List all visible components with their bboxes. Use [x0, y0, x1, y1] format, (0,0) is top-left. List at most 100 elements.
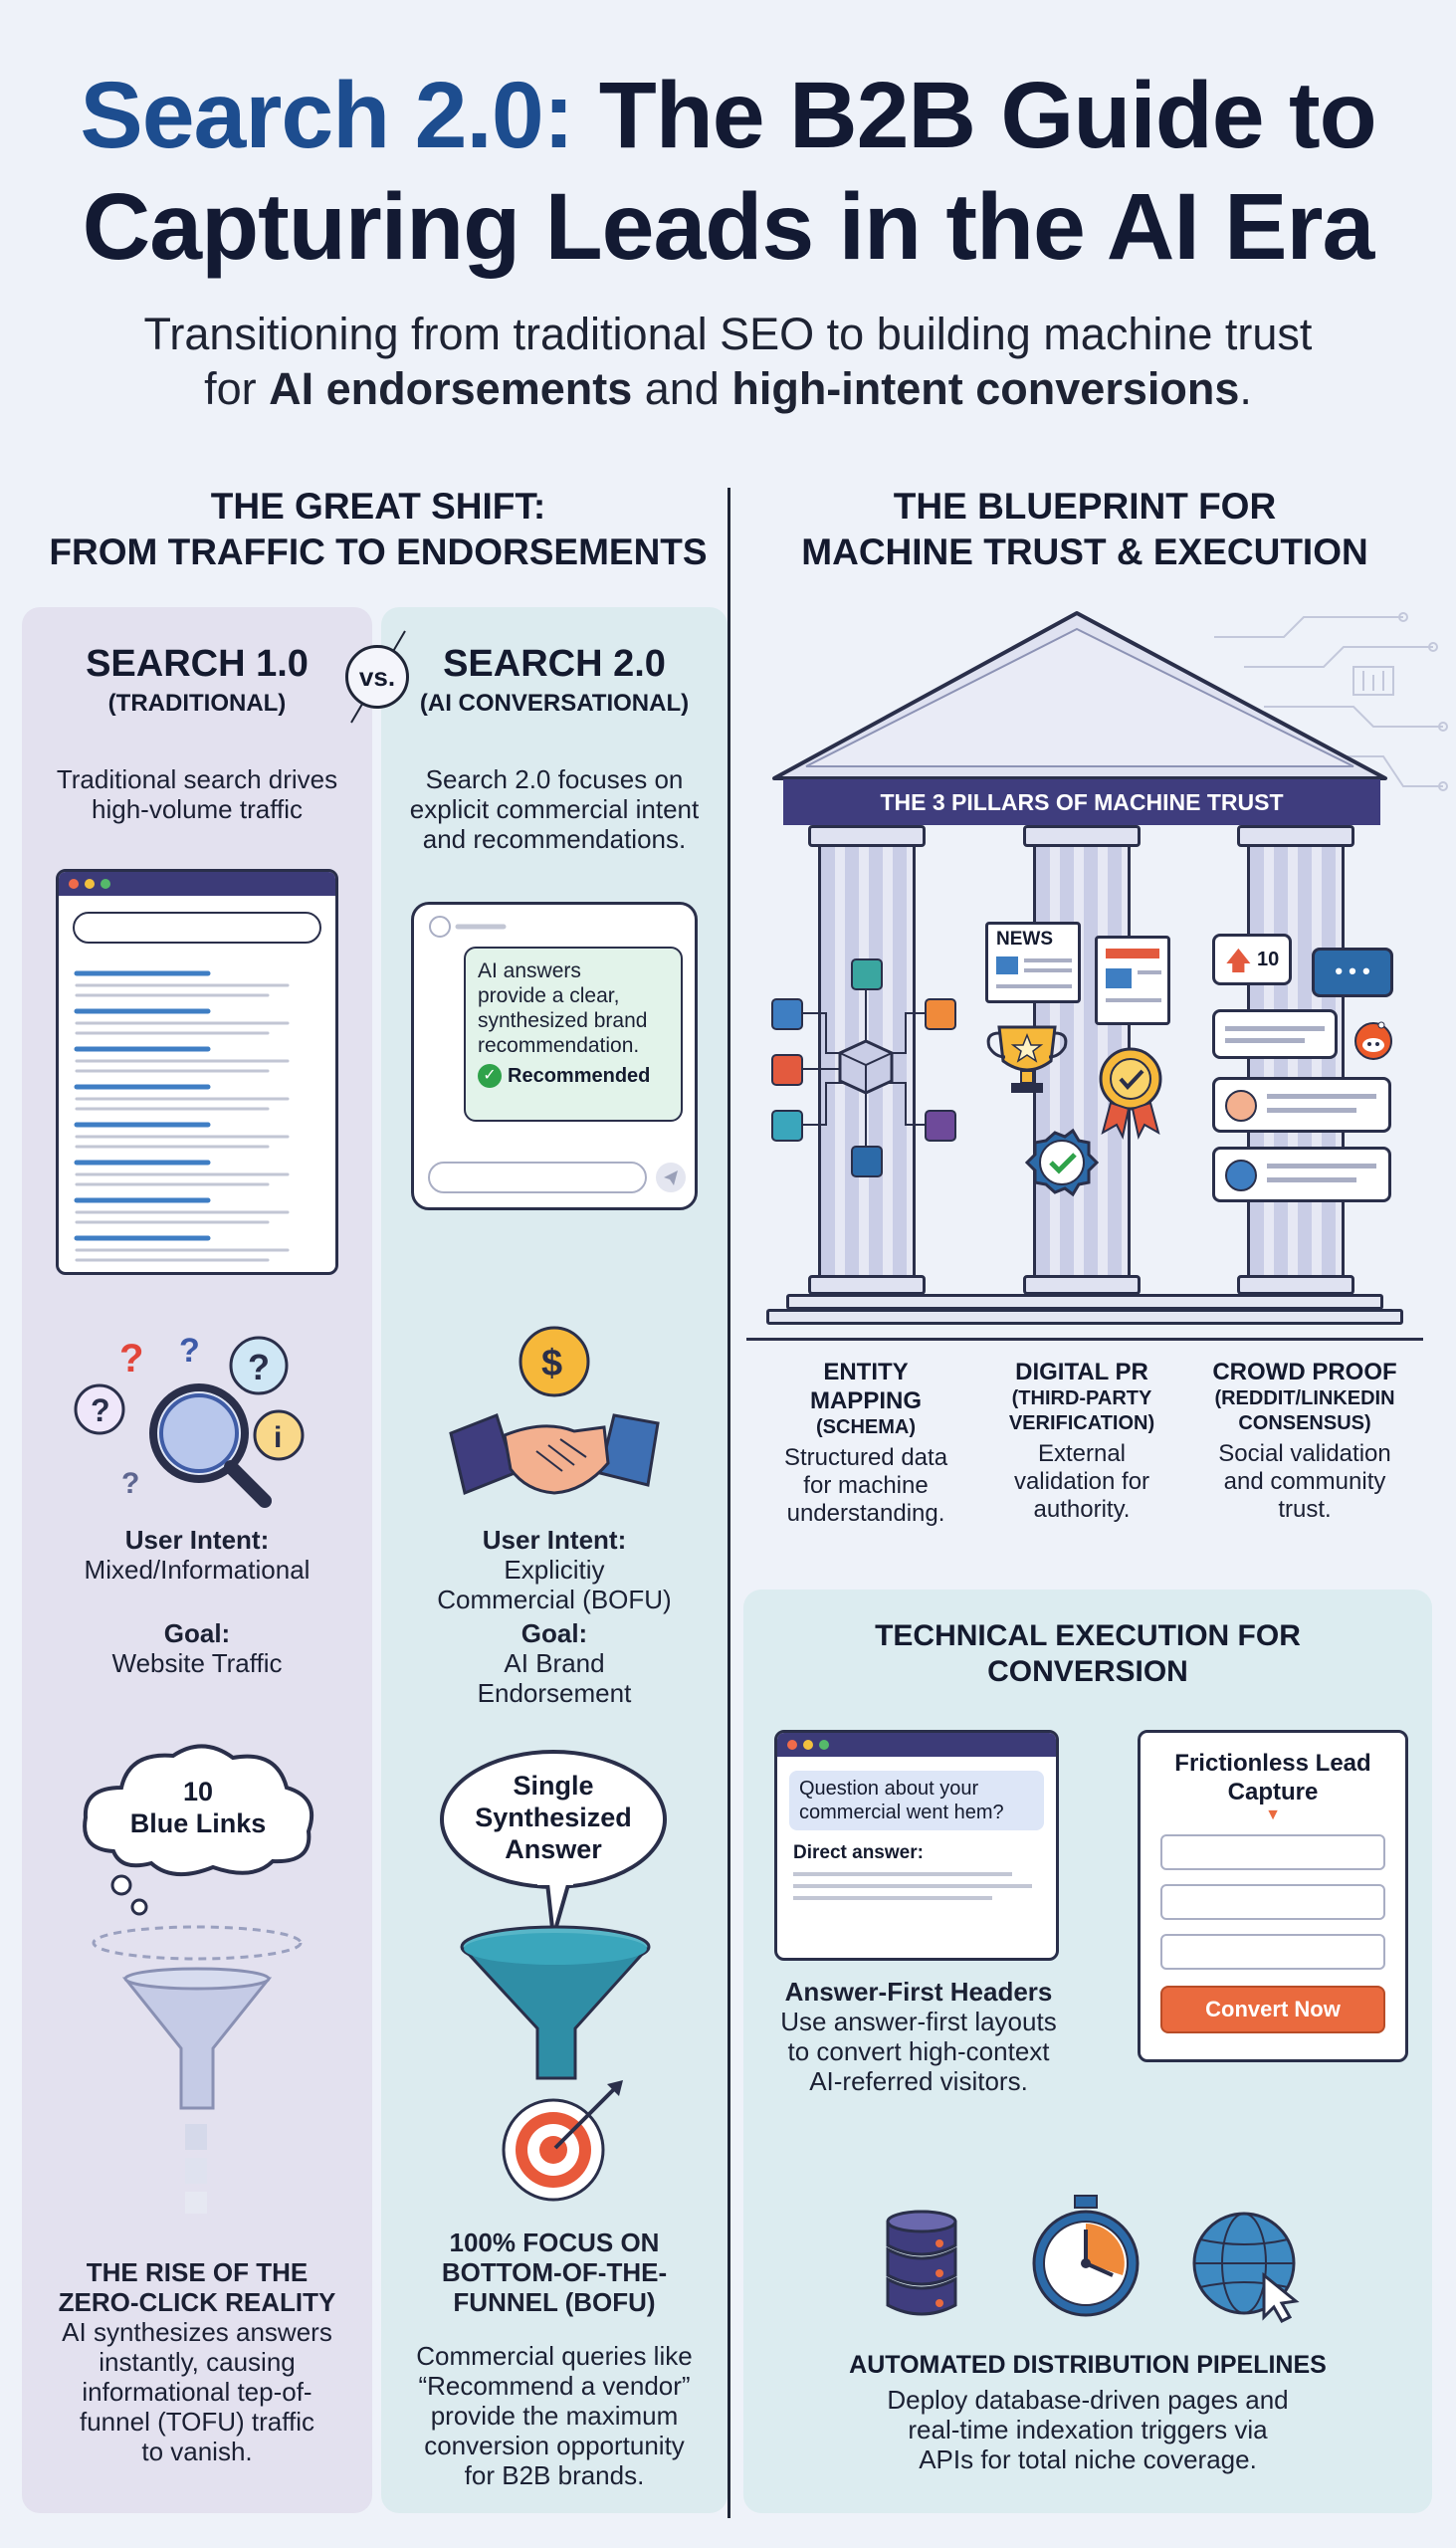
serp-result-lines: [74, 970, 290, 1262]
intent-value: Explicitiy: [504, 1555, 605, 1585]
handshake-dollar-icon: $: [449, 1326, 660, 1496]
pillar-desc-line: understanding.: [786, 1500, 945, 1527]
svg-text:?: ?: [119, 1337, 143, 1380]
pillar-desc-line: for machine: [803, 1472, 929, 1499]
subtitle-bold-1: AI endorsements: [269, 363, 633, 414]
single-answer-bubble: [440, 1750, 667, 1939]
search-2-desc: Search 2.0 focuses on explicit commercia…: [381, 764, 728, 854]
article-card-icon: [1095, 936, 1170, 1025]
article-line: [1138, 970, 1161, 974]
search-1-intent: User Intent: Mixed/Informational: [22, 1525, 372, 1585]
browser-title-bar: [777, 1733, 1056, 1757]
blueprint-heading: THE BLUEPRINT FOR MACHINE TRUST & EXECUT…: [746, 484, 1423, 575]
zero-click-block: THE RISE OF THE ZERO-CLICK REALITY AI sy…: [22, 2257, 372, 2466]
caret-down-icon: ▼: [1265, 1806, 1281, 1823]
pillar-desc-line: and community: [1223, 1468, 1386, 1495]
pillar-desc-line: Structured data: [783, 1444, 948, 1471]
user-avatar-icon: [429, 916, 507, 938]
pillar-base: [1237, 1275, 1354, 1295]
title-rest: The B2B Guide to: [573, 63, 1377, 168]
answer-line: [793, 1896, 992, 1900]
bubble-line: Blue Links: [129, 1808, 267, 1838]
svg-text:?: ?: [179, 1332, 200, 1370]
zero-click-desc-line: funnel (TOFU) traffic: [80, 2407, 314, 2437]
answer-line: [793, 1884, 1032, 1888]
pillar-title: ENTITY: [823, 1359, 909, 1385]
temple-step: [786, 1294, 1383, 1310]
search-2-goal: Goal: AI Brand Endorsement: [381, 1618, 728, 1708]
pillar-label-digital-pr: DIGITAL PR (THIRD-PARTY VERIFICATION) Ex…: [982, 1358, 1181, 1524]
search-1-desc-line: Traditional search drives: [56, 764, 338, 794]
ai-answer-line: recommendation.: [478, 1034, 640, 1057]
vertical-divider: [728, 488, 730, 2518]
answer-first-desc-line: to convert high-context: [787, 2036, 1050, 2066]
search-2-desc-line: and recommendations.: [422, 824, 687, 854]
pillar-label-entity-mapping: ENTITY MAPPING (SCHEMA) Structured data …: [766, 1358, 965, 1528]
direct-answer-label: Direct answer:: [793, 1842, 924, 1863]
search-1-header: SEARCH 1.0 (TRADITIONAL): [22, 643, 372, 718]
review-card-icon: [1212, 1147, 1391, 1202]
upvote-count: 10: [1257, 949, 1280, 970]
circuit-decoration: [1214, 612, 1448, 791]
lead-title-line: Capture: [1227, 1779, 1319, 1805]
pillar-subtitle: CONSENSUS): [1238, 1412, 1371, 1434]
lead-field-1[interactable]: [1160, 1834, 1385, 1870]
bofu-title: 100% FOCUS ON: [449, 2228, 660, 2257]
pillar-title: DIGITAL PR: [1015, 1359, 1148, 1385]
pillar-crowd-proof: [1247, 847, 1345, 1275]
pipelines-desc: Deploy database-driven pages and real-ti…: [743, 2385, 1432, 2474]
lead-field-3[interactable]: [1160, 1934, 1385, 1970]
technical-heading-line: CONVERSION: [987, 1655, 1188, 1688]
answer-line: [793, 1872, 1012, 1876]
lead-field-2[interactable]: [1160, 1884, 1385, 1920]
title-line-2: Capturing Leads in the AI Era: [82, 174, 1375, 280]
great-shift-heading-line-2: FROM TRAFFIC TO ENDORSEMENTS: [49, 531, 708, 572]
convert-now-button[interactable]: Convert Now: [1160, 1986, 1385, 2033]
bubble-line: Answer: [505, 1834, 602, 1864]
search-1-desc-line: high-volume traffic: [92, 794, 303, 824]
search-1-title: SEARCH 1.0: [86, 643, 309, 685]
pillar-desc-line: trust.: [1278, 1496, 1332, 1523]
intent-label: User Intent:: [482, 1525, 627, 1555]
leaky-funnel-icon: [92, 1925, 303, 2214]
answer-first-title: Answer-First Headers: [784, 1977, 1053, 2007]
ten-blue-links-text: 10 Blue Links: [74, 1776, 322, 1839]
zero-click-desc-line: instantly, causing: [99, 2347, 296, 2377]
zero-click-desc-line: informational tep-of-: [82, 2377, 312, 2407]
magnifier-question-icon: ? ? ? ? i ?: [74, 1332, 305, 1508]
review-line: [1267, 1094, 1376, 1099]
zero-click-desc-line: AI synthesizes answers: [62, 2317, 332, 2347]
review-line: [1267, 1177, 1356, 1182]
search-1-desc: Traditional search drives high-volume tr…: [22, 764, 372, 824]
svg-text:$: $: [541, 1343, 562, 1384]
search-2-title: SEARCH 2.0: [443, 643, 666, 685]
zero-click-title: THE RISE OF THE: [86, 2257, 309, 2287]
ten-blue-links-cloud: [83, 1744, 314, 1916]
comment-line: [1225, 1026, 1325, 1031]
page-subtitle: Transitioning from traditional SEO to bu…: [80, 307, 1376, 416]
news-card-icon: NEWS: [985, 922, 1081, 1003]
zero-click-desc-line: to vanish.: [141, 2437, 253, 2466]
page-title: Search 2.0: The B2B Guide to Capturing L…: [0, 60, 1456, 283]
temple-ground-line: [746, 1338, 1423, 1341]
great-shift-heading: THE GREAT SHIFT: FROM TRAFFIC TO ENDORSE…: [20, 484, 736, 575]
search-2-header: SEARCH 2.0 (AI CONVERSATIONAL): [381, 643, 728, 718]
search-2-desc-line: Search 2.0 focuses on: [425, 764, 684, 794]
bofu-title: FUNNEL (BOFU): [453, 2287, 656, 2317]
search-2-subtitle: (AI CONVERSATIONAL): [419, 690, 690, 717]
search-1-subtitle: (TRADITIONAL): [107, 690, 287, 717]
bofu-desc-line: provide the maximum: [430, 2401, 679, 2431]
bofu-title: BOTTOM-OF-THE-: [441, 2257, 668, 2287]
news-line: [1024, 968, 1072, 972]
chat-input: [428, 1162, 647, 1193]
lead-capture-form: Frictionless Lead Capture ▼ Convert Now: [1138, 1730, 1408, 2062]
pillar-cap: [1023, 825, 1141, 847]
search-1-goal: Goal: Website Traffic: [22, 1618, 372, 1678]
lead-title-line: Frictionless Lead: [1174, 1750, 1371, 1777]
trophy-badge-icon: [986, 1025, 1162, 1197]
serp-search-bar: [73, 912, 321, 944]
bubble-line: 10: [182, 1777, 214, 1806]
reviewer-avatar: [1225, 1090, 1257, 1122]
chat-dots-icon: • • •: [1312, 948, 1393, 997]
comment-card-icon: [1212, 1009, 1338, 1059]
